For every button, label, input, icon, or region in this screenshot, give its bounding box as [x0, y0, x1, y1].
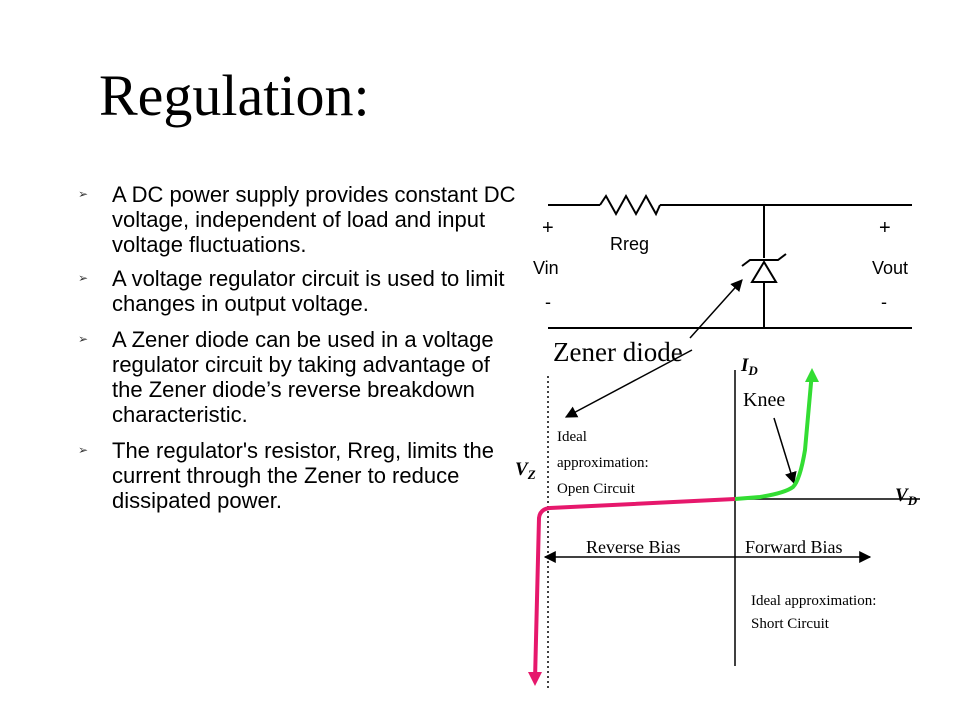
bullet-text: A Zener diode can be used in a voltage r…	[112, 327, 494, 427]
iv-axes	[543, 349, 920, 690]
knee-label: Knee	[743, 389, 785, 411]
bullet-item: ➢ A DC power supply provides constant DC…	[78, 182, 518, 257]
bullet-list: ➢ A DC power supply provides constant DC…	[78, 182, 518, 522]
forward-bias-label: Forward Bias	[745, 537, 843, 557]
open-circuit-note-line2: approximation:	[557, 455, 649, 471]
bullet-text: The regulator's resistor, Rreg, limits t…	[112, 438, 495, 513]
slide-title: Regulation:	[99, 63, 370, 128]
circuit-labels: Rreg + Vin - + Vout -	[533, 217, 908, 312]
circuit	[548, 193, 912, 329]
vout-minus: -	[881, 292, 887, 312]
bullet-arrow-icon: ➢	[78, 443, 89, 457]
forward-arrowhead	[805, 368, 819, 382]
vin-label: Vin	[533, 258, 559, 278]
open-circuit-note-line3: Open Circuit	[557, 481, 636, 497]
vout-plus: +	[879, 217, 891, 239]
reverse-arrowhead	[528, 672, 542, 686]
bullet-arrow-icon: ➢	[78, 332, 89, 346]
bullet-arrow-icon: ➢	[78, 271, 89, 285]
short-circuit-note-line2: Short Circuit	[751, 616, 830, 632]
zener-diode-callout: Zener diode	[553, 337, 683, 367]
reverse-bias-label: Reverse Bias	[586, 537, 680, 557]
bullet-text: A DC power supply provides constant DC v…	[112, 182, 516, 257]
forward-curve	[734, 371, 814, 501]
knee-arrow	[773, 417, 797, 485]
iv-labels: ID VD VZ Knee Reverse Bias Forward Bias …	[515, 355, 918, 632]
bullet-text: A voltage regulator circuit is used to l…	[112, 266, 505, 316]
resistor-label: Rreg	[610, 234, 649, 254]
bullet-arrow-icon: ➢	[78, 187, 89, 201]
bullet-item: ➢ The regulator's resistor, Rreg, limits…	[78, 438, 518, 513]
vout-label: Vout	[872, 258, 908, 278]
zener-callout-arrow	[689, 279, 743, 339]
bullet-item: ➢ A Zener diode can be used in a voltage…	[78, 327, 518, 427]
vin-plus: +	[542, 217, 554, 239]
zener-diode-icon	[750, 260, 778, 283]
zener-bar	[741, 253, 787, 267]
id-axis-label: ID	[740, 355, 758, 378]
reverse-curve	[533, 497, 736, 681]
vd-axis-label: VD	[895, 485, 918, 508]
open-circuit-note-line1: Ideal	[557, 429, 587, 445]
bullet-item: ➢ A voltage regulator circuit is used to…	[78, 266, 518, 316]
short-circuit-note-line1: Ideal approximation:	[751, 593, 876, 609]
resistor-rreg	[599, 193, 661, 217]
vin-minus: -	[545, 292, 551, 312]
vz-label: VZ	[515, 459, 536, 482]
open-circuit-arrow	[564, 349, 693, 418]
